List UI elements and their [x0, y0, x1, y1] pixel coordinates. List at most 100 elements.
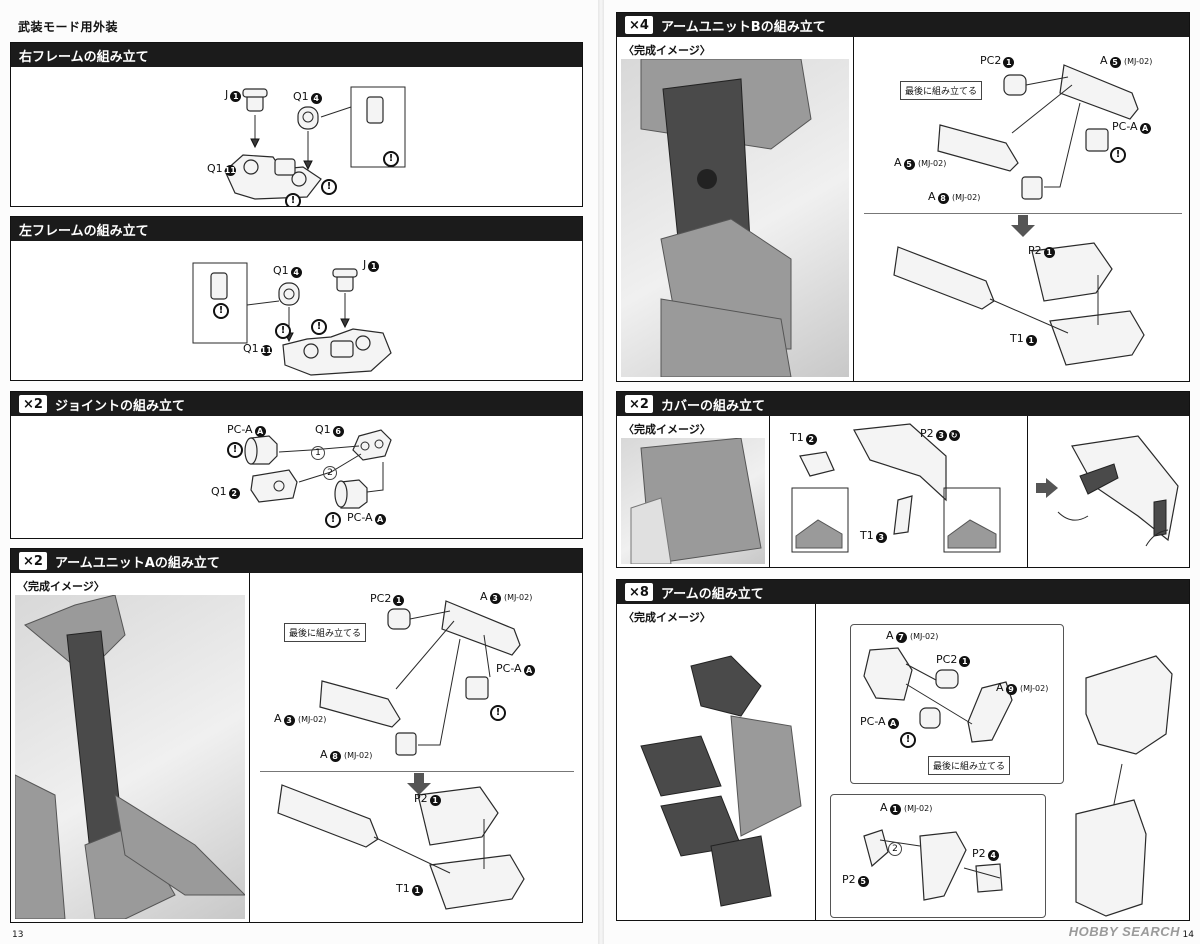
quantity-badge: ×8 [625, 583, 653, 601]
quantity-badge: ×2 [19, 552, 47, 570]
completed-cover-photo [621, 438, 765, 564]
caution-icon: ! [325, 512, 341, 528]
section-title-bar: 左フレームの組み立て [11, 217, 582, 241]
cover-parts-illustration [791, 423, 1001, 553]
step-separator [864, 213, 1182, 214]
page-number: 14 [1182, 930, 1194, 940]
section-title: カバーの組み立て [660, 398, 765, 414]
caution-icon: ! [900, 732, 916, 748]
complete-image-label: 〈完成イメージ〉 [623, 423, 711, 436]
cover-result-panel [1027, 416, 1189, 567]
page-header: 武装モード用外装 [18, 20, 119, 34]
arm-substep-box-lower [830, 794, 1046, 918]
complete-image-label: 〈完成イメージ〉 [623, 44, 711, 57]
down-arrow-icon [1011, 215, 1035, 237]
step-separator [260, 771, 574, 772]
completed-arm-unit-a-photo [15, 595, 245, 919]
complete-image-panel: 〈完成イメージ〉 [617, 604, 815, 920]
caution-icon: ! [1110, 147, 1126, 163]
step-number: 2 [323, 466, 337, 480]
section-title: アームの組み立て [660, 586, 764, 602]
section-title-bar: ×8 アームの組み立て [617, 580, 1189, 604]
caution-icon: ! [311, 319, 327, 335]
arm-substep-box-upper [850, 624, 1064, 784]
down-arrow-icon [407, 773, 431, 795]
complete-image-panel: 〈完成イメージ〉 [617, 37, 853, 381]
arm-parts-illustration [863, 647, 1173, 917]
complete-image-label: 〈完成イメージ〉 [17, 580, 105, 593]
right-frame-parts-illustration [224, 86, 406, 200]
quantity-badge: ×2 [625, 395, 653, 413]
caution-icon: ! [383, 151, 399, 167]
caution-icon: ! [490, 705, 506, 721]
hobby-search-logo: HOBBY SEARCH [1068, 924, 1180, 939]
section-title-bar: ×2 カバーの組み立て [617, 392, 1189, 416]
section-title-bar: 右フレームの組み立て [11, 43, 582, 67]
caution-icon: ! [227, 442, 243, 458]
complete-image-panel: 〈完成イメージ〉 [617, 416, 769, 567]
complete-image-label: 〈完成イメージ〉 [623, 611, 711, 624]
page-number: 13 [12, 930, 24, 940]
book-gutter [598, 0, 604, 944]
complete-image-panel: 〈完成イメージ〉 [11, 573, 249, 922]
section-cover: ×2 カバーの組み立て 〈完成イメージ〉 [616, 391, 1190, 568]
caution-icon: ! [321, 179, 337, 195]
section-title: 右フレームの組み立て [19, 49, 149, 65]
assemble-last-note: 最後に組み立てる [928, 756, 1011, 775]
completed-arm-unit-b-photo [621, 59, 849, 377]
section-title: ジョイントの組み立て [54, 398, 185, 414]
step-number: 1 [311, 446, 325, 460]
left-frame-parts-illustration [192, 262, 392, 376]
caution-icon: ! [285, 193, 301, 206]
step-number: 2 [888, 842, 902, 856]
caution-icon: ! [275, 323, 291, 339]
section-title: 左フレームの組み立て [19, 223, 149, 239]
right-arrow-icon [1036, 478, 1058, 498]
assemble-last-note: 最後に組み立てる [900, 81, 983, 100]
completed-arm-photo [621, 626, 811, 920]
